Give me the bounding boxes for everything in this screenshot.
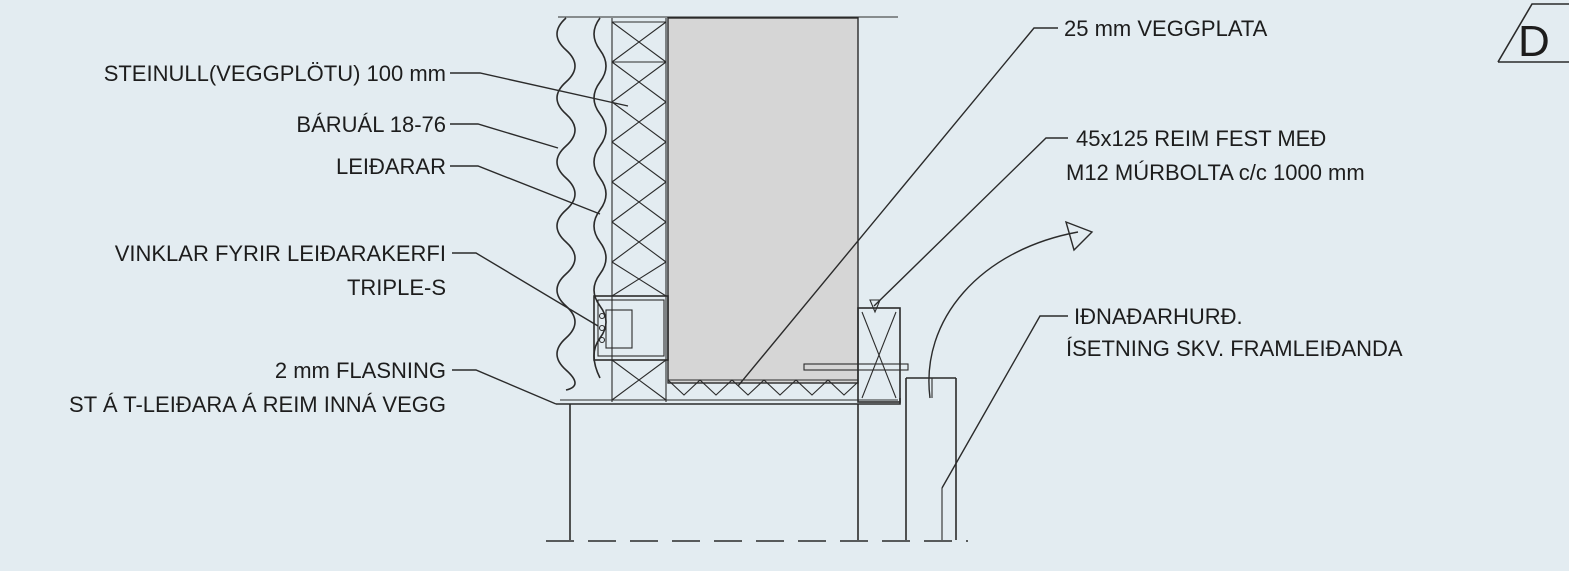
label-steinull: STEINULL(VEGGPLÖTU) 100 mm [104,61,446,86]
label-reim-line1: 45x125 REIM FEST MEÐ [1076,126,1326,151]
label-vinklar-line1: VINKLAR FYRIR LEIÐARAKERFI [115,241,446,266]
timber-strip [803,299,909,403]
leader-lines [450,27,1068,489]
bracket-triple-s [593,295,669,361]
label-veggplata: 25 mm VEGGPLATA [1064,16,1268,41]
flashing [556,398,901,405]
label-reim-line2: M12 MÚRBOLTA c/c 1000 mm [1066,160,1365,185]
label-hurd-line2: ÍSETNING SKV. FRAMLEIÐANDA [1066,336,1403,361]
label-baruál: BÁRUÁL 18-76 [296,112,446,137]
wall-panel-zigzag [667,379,859,396]
foundation [546,404,968,542]
label-flasning: 2 mm FLASNING [275,358,446,383]
door-frame [905,377,957,540]
door-swing-arc [928,220,1094,399]
detail-mark-letter: D [1518,17,1550,66]
detail-mark: D [1497,3,1569,66]
corrugated-cladding-inner [593,17,607,379]
concrete-wall [667,17,859,384]
label-vinklar-line2: TRIPLE-S [347,275,446,300]
label-hurd-line1: IÐNAÐARHURÐ. [1074,304,1243,329]
label-fest: ST Á T-LEIÐARA Á REIM INNÁ VEGG [69,392,446,417]
label-leidarar: LEIÐARAR [336,154,446,179]
mineral-wool-insulation [611,18,667,402]
corrugated-cladding [556,17,576,391]
